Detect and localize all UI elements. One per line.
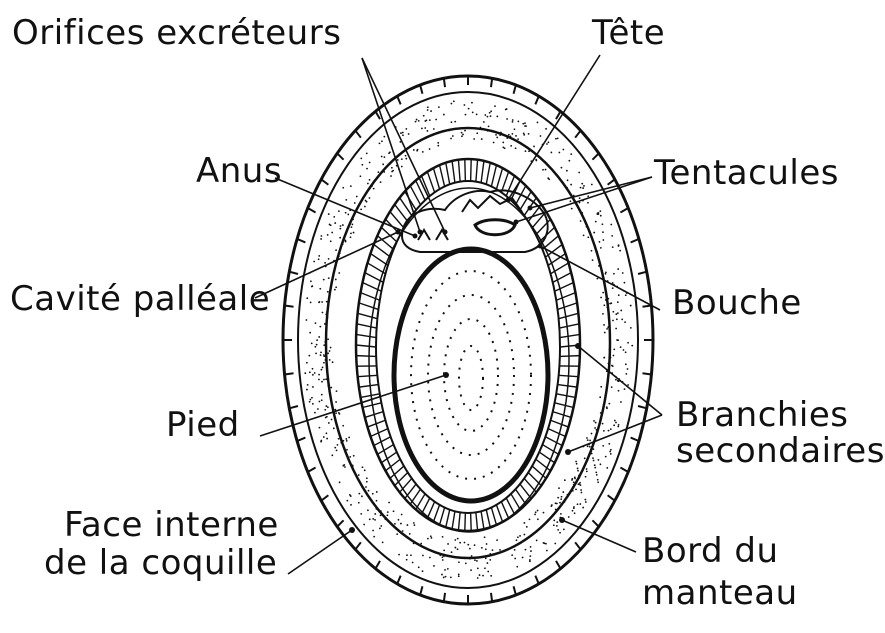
label-manteau: manteau bbox=[642, 574, 798, 612]
label-tete: Tête bbox=[592, 14, 665, 52]
label-face-interne: Face interne bbox=[64, 506, 279, 544]
label-bord-du: Bord du bbox=[642, 532, 779, 570]
label-secondaires: secondaires bbox=[676, 432, 885, 470]
label-cavite-palleale: Cavité palléale bbox=[10, 280, 270, 318]
tentacles bbox=[462, 196, 522, 212]
label-orifices-excreteurs: Orifices excréteurs bbox=[12, 14, 341, 52]
stipple bbox=[304, 100, 633, 578]
label-tentacules: Tentacules bbox=[654, 154, 839, 192]
label-branchies: Branchies bbox=[676, 396, 849, 434]
label-bouche: Bouche bbox=[672, 284, 802, 322]
label-de-la-coquille: de la coquille bbox=[44, 544, 277, 582]
mouth bbox=[475, 220, 515, 235]
shell-notches bbox=[283, 76, 653, 604]
label-pied: Pied bbox=[166, 406, 240, 444]
foot-outline bbox=[394, 249, 548, 501]
foot-dotted-rings bbox=[411, 271, 531, 479]
label-anus: Anus bbox=[196, 152, 282, 190]
